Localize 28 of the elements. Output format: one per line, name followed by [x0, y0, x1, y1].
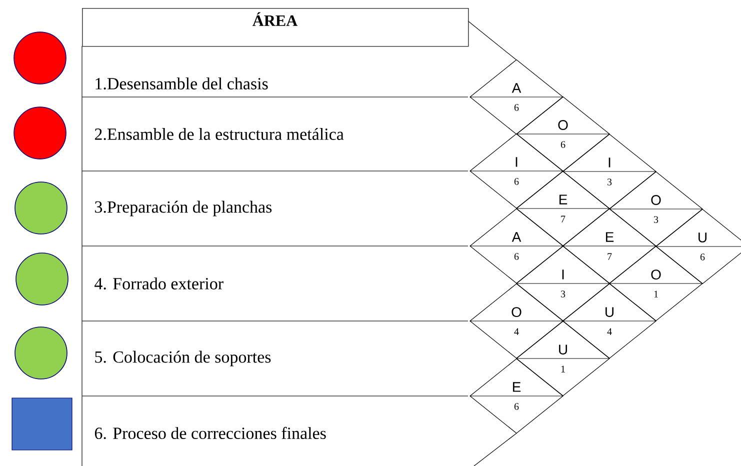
area-row: 4. Forrado exterior [94, 277, 224, 290]
status-circle [14, 106, 66, 160]
area-row: 5. Colocación de soportes [95, 350, 271, 366]
relationship-code: A 6 [512, 83, 522, 111]
area-row: 6. Proceso de correcciones finales [94, 426, 326, 440]
relationship-code: U 1 [559, 344, 567, 372]
relationship-code: I 6 [514, 157, 519, 185]
relationship-code: O 6 [558, 120, 568, 148]
status-circle [14, 326, 68, 380]
relationship-code: O 4 [512, 307, 522, 335]
area-row: 1.Desensamble del chasis [96, 77, 268, 90]
relationship-code: O 3 [651, 195, 661, 223]
relationship-code: E 7 [606, 232, 614, 260]
relationship-code: O 1 [651, 270, 661, 298]
area-row: 3.Preparación de planchas [95, 200, 272, 216]
relationship-code: E 7 [559, 194, 568, 222]
status-circle [14, 182, 68, 234]
status-circle [14, 32, 66, 84]
header-box: ÁREA [82, 8, 469, 47]
relationship-code: A 6 [512, 232, 522, 260]
relationship-code: U 6 [698, 232, 706, 260]
relationship-code: I 3 [561, 270, 566, 298]
relationship-code: I 3 [608, 158, 612, 186]
relationship-code: U 4 [606, 307, 614, 335]
relationship-code: E 6 [512, 382, 521, 410]
status-circle [16, 252, 68, 306]
area-row: 2.Ensamble de la estructura metálica [94, 128, 344, 140]
status-square [12, 398, 72, 450]
